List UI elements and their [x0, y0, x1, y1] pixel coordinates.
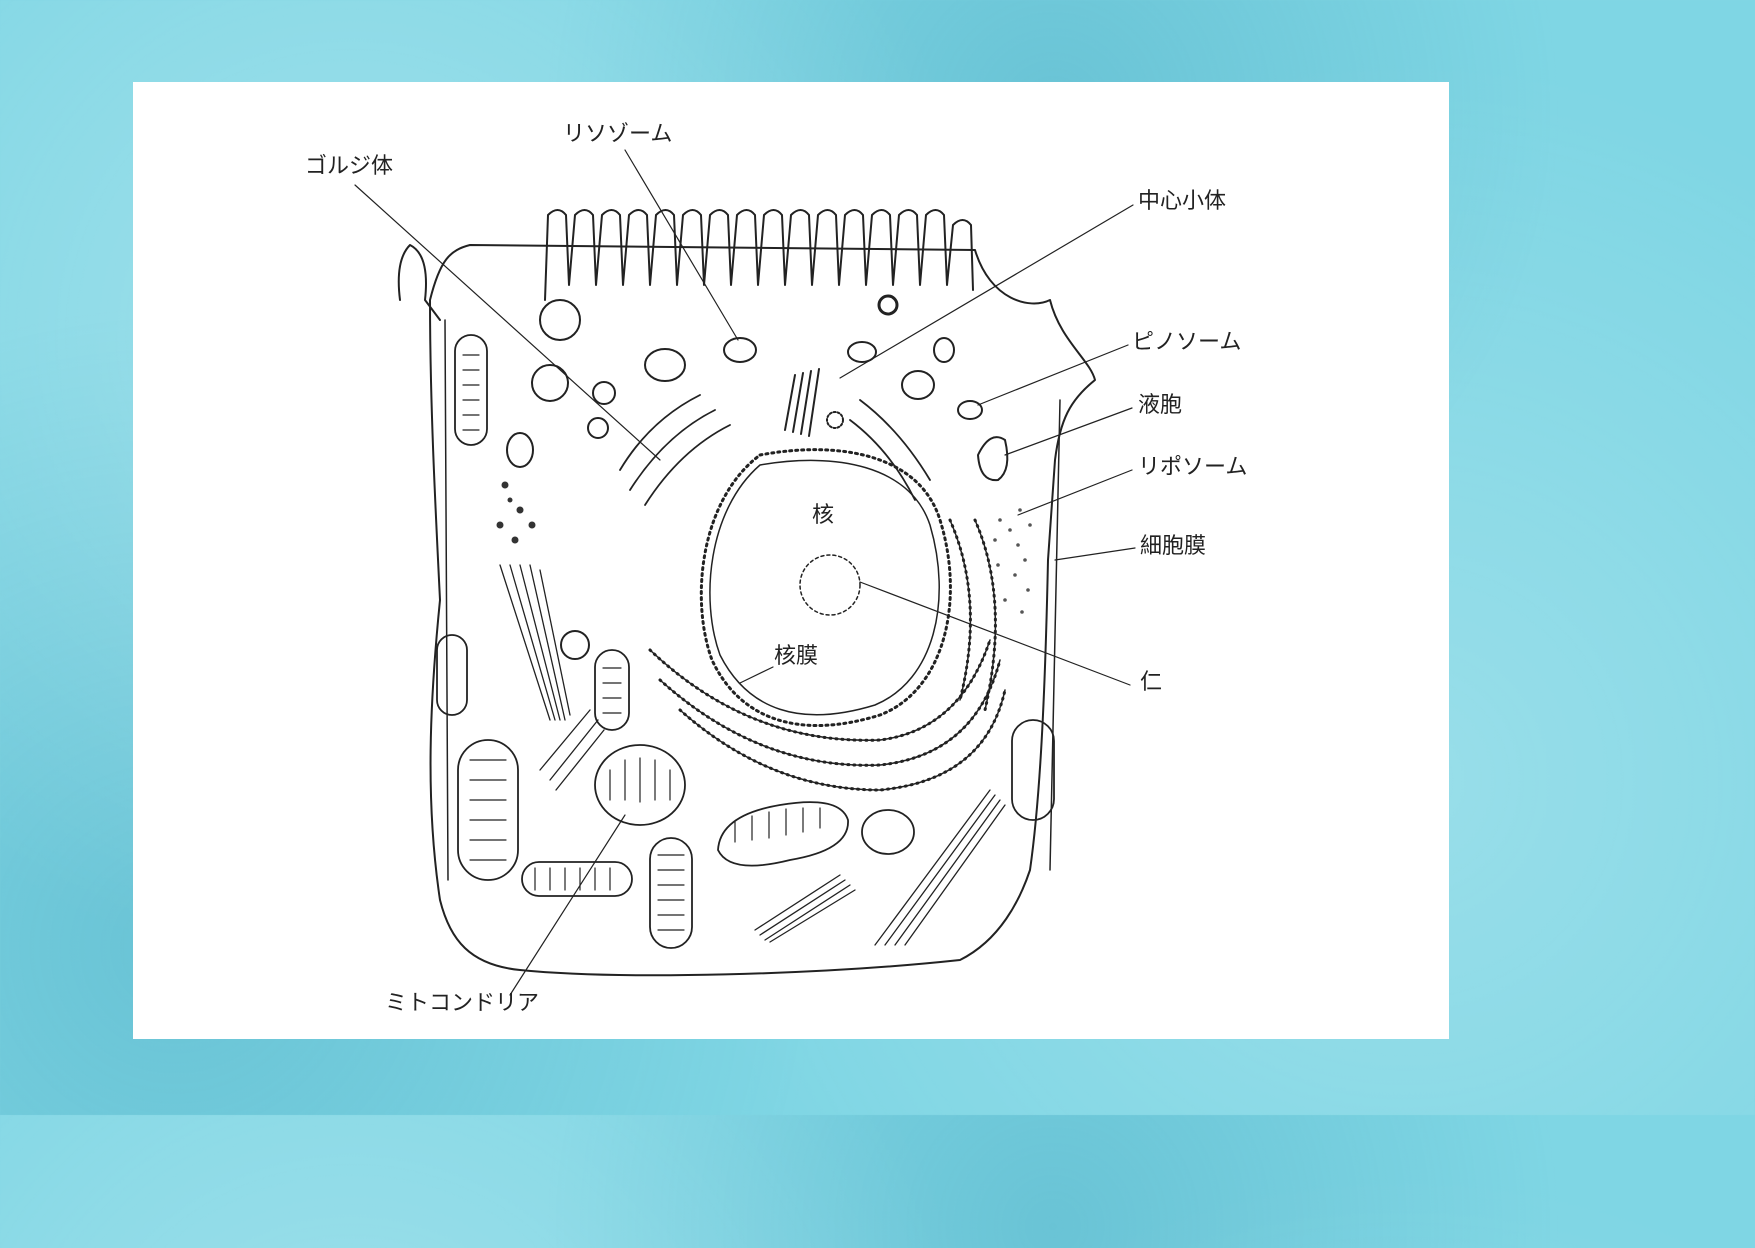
- label-centriole: 中心小体: [1138, 189, 1227, 214]
- rough-er-lines: [649, 519, 1006, 791]
- vesicle: [644, 348, 686, 382]
- leader-lines: [354, 149, 1136, 996]
- lateral-membrane: [1049, 399, 1061, 871]
- granules: [496, 481, 536, 544]
- label-liposome: リポソーム: [1138, 455, 1248, 480]
- vesicle: [901, 370, 935, 400]
- centrosome-star: [877, 294, 899, 316]
- label-nucleus: 核: [812, 503, 835, 528]
- liposome-dots: [993, 508, 1032, 614]
- nucleus-outline: [699, 448, 952, 727]
- vesicle: [560, 630, 590, 660]
- apical-left-projection: [397, 244, 441, 321]
- label-vacuole: 液胞: [1138, 393, 1183, 418]
- label-golgi: ゴルジ体: [305, 154, 394, 179]
- filament-bundles: [499, 564, 1006, 946]
- multivesicular-body: [539, 299, 581, 341]
- cell-diagram: [354, 149, 1136, 996]
- label-pinosome: ピノソーム: [1132, 330, 1242, 355]
- golgi-stack: [619, 394, 931, 506]
- cell-membrane-inner-line: [444, 319, 449, 881]
- centriole-shape: [784, 368, 844, 437]
- label-nuclear-membrane: 核膜: [774, 644, 819, 669]
- lysosome-shape: [723, 337, 757, 363]
- multivesicular-body: [531, 364, 569, 402]
- diagram-panel: [133, 82, 1449, 1039]
- vesicle: [587, 417, 609, 439]
- label-lysosome: リソゾーム: [563, 122, 673, 147]
- vesicle: [506, 432, 534, 468]
- pinosome-shape: [957, 400, 983, 420]
- label-nucleolus: 仁: [1140, 670, 1163, 695]
- cell-membrane-outline: [429, 244, 1096, 977]
- vesicle: [933, 337, 955, 363]
- mitochondria-shapes: [436, 334, 1055, 949]
- label-mitochondria: ミトコンドリア: [385, 991, 540, 1016]
- nucleus-membrane: [709, 459, 940, 716]
- vesicle: [847, 341, 877, 363]
- nucleolus-shape: [799, 554, 861, 616]
- vesicle: [592, 381, 616, 405]
- label-cell-membrane: 細胞膜: [1140, 534, 1207, 559]
- microvilli: [544, 209, 974, 301]
- vacuole-shape: [977, 436, 1009, 482]
